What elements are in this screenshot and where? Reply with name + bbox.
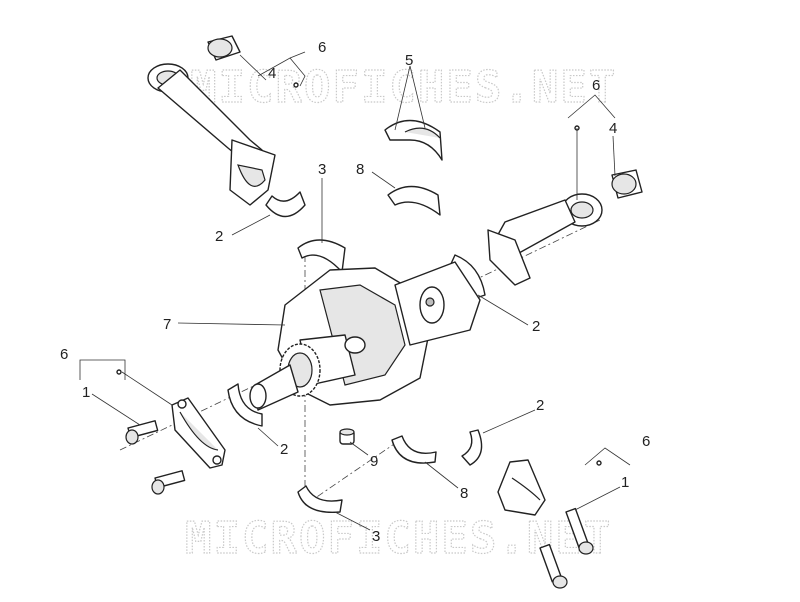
callout-6-top-right: 6	[592, 77, 600, 94]
callout-4-top-left: 4	[268, 65, 276, 82]
thrust-washers-5	[384, 119, 443, 161]
bearing-shell-8-top	[387, 185, 441, 216]
connecting-rod-right	[487, 193, 603, 286]
leader-lines	[79, 51, 631, 531]
callout-1-left: 1	[82, 384, 90, 401]
bearing-shell-3-top	[297, 239, 346, 273]
crankshaft-7	[249, 261, 481, 411]
bearing-shell-2-top-left	[265, 191, 306, 218]
callout-6-top-left: 6	[318, 39, 326, 56]
bushing-right	[611, 169, 643, 199]
main-bearing-cap-left	[171, 397, 226, 469]
connecting-rod-top-left	[147, 63, 276, 206]
callout-labels: 6 4 5 6 4 3 8 2 7 2 6 1 2 2 6 9 1 8 3	[60, 39, 650, 545]
callout-3-top: 3	[318, 161, 326, 178]
bearing-shell-2-bottom-left	[227, 383, 263, 427]
callout-3-bottom: 3	[372, 528, 380, 545]
callout-9: 9	[370, 453, 378, 470]
callout-2-right: 2	[532, 318, 540, 335]
callout-1-right: 1	[621, 474, 629, 491]
watermark-bottom: MICROFICHES.NET	[185, 513, 612, 564]
callout-6-left: 6	[60, 346, 68, 363]
rod-cap-bottom-right	[497, 459, 546, 516]
bolt-left-upper	[125, 420, 159, 445]
bearing-shell-3-bottom	[297, 485, 343, 514]
pin-dot-left	[116, 369, 122, 375]
callout-2-bottom-right: 2	[536, 397, 544, 414]
bearing-shell-2-bottom-right	[461, 429, 483, 466]
callout-4-right: 4	[609, 120, 617, 137]
bolt-bottom-right-upper	[565, 507, 594, 555]
bushing-top	[207, 35, 241, 61]
pin-dot-bottom-right	[596, 460, 602, 466]
pin-dot-top-left	[293, 82, 299, 88]
callout-2-top-left: 2	[215, 228, 223, 245]
callout-8-top: 8	[356, 161, 364, 178]
bolt-bottom-right-lower	[539, 543, 568, 589]
callout-5: 5	[405, 52, 413, 69]
callout-8-bottom: 8	[460, 485, 468, 502]
callout-2-bottom-left: 2	[280, 441, 288, 458]
callout-6-bottom-right: 6	[642, 433, 650, 450]
bearing-shell-8-bottom	[391, 435, 437, 464]
callout-7: 7	[163, 316, 171, 333]
bolt-left-lower	[151, 470, 186, 495]
watermark-top: MICROFICHES.NET	[190, 62, 617, 113]
dowel-9	[339, 428, 355, 445]
